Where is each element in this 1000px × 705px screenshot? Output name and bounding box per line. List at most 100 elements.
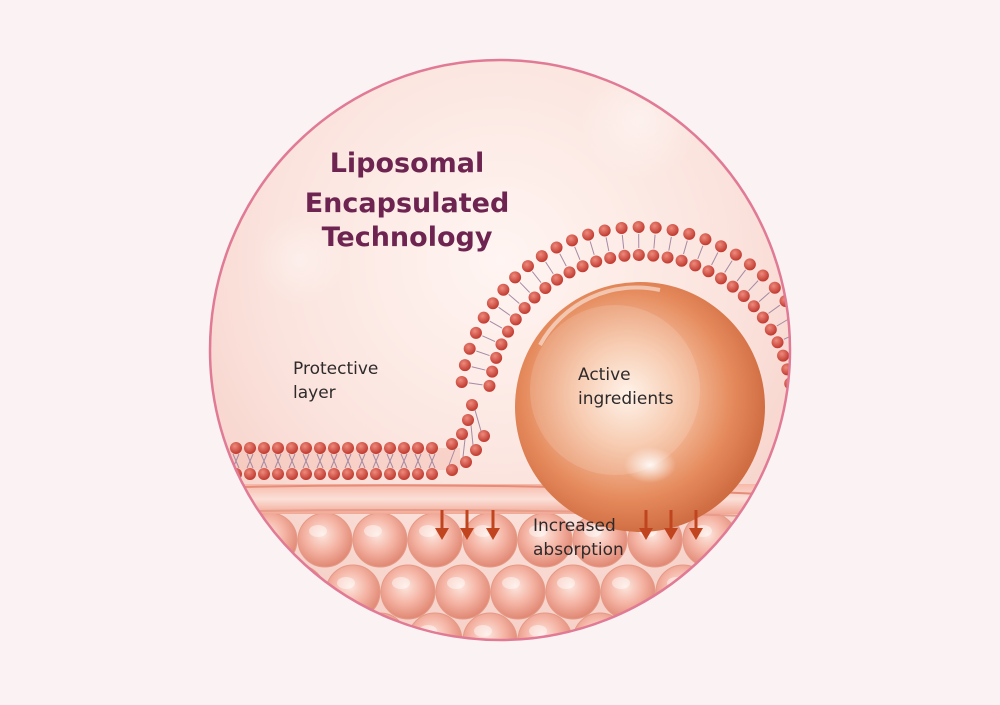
increased-absorption-label-line-2: absorption bbox=[533, 538, 624, 562]
lipid-head-icon bbox=[812, 373, 824, 385]
skin-cell bbox=[436, 565, 490, 619]
lipid-head-icon bbox=[616, 222, 628, 234]
skin-cell bbox=[463, 513, 517, 567]
skin-cell-highlight bbox=[529, 625, 547, 637]
lipid-head-icon bbox=[738, 290, 750, 302]
lipid-head-icon bbox=[519, 302, 531, 314]
skin-cell bbox=[683, 513, 737, 567]
lipid-head-icon bbox=[683, 228, 695, 240]
lipid-head-icon bbox=[757, 269, 769, 281]
skin-cell bbox=[491, 565, 545, 619]
skin-cell-highlight bbox=[392, 577, 410, 589]
lipid-head-icon bbox=[412, 442, 424, 454]
skin-cell bbox=[298, 613, 352, 667]
lipid-head-icon bbox=[462, 414, 474, 426]
lipid-head-icon bbox=[456, 428, 468, 440]
lipid-head-icon bbox=[510, 313, 522, 325]
lipid-head-icon bbox=[730, 249, 742, 261]
lipid-head-icon bbox=[328, 442, 340, 454]
lipid-head-icon bbox=[633, 221, 645, 233]
lipid-head-icon bbox=[647, 250, 659, 262]
lipid-head-icon bbox=[676, 255, 688, 267]
skin-cell-highlight bbox=[639, 625, 657, 637]
title-line-1: Liposomal bbox=[207, 144, 607, 184]
lipid-head-icon bbox=[715, 240, 727, 252]
lipid-head-icon bbox=[748, 300, 760, 312]
lipid-head-icon bbox=[577, 260, 589, 272]
lipid-head-icon bbox=[384, 468, 396, 480]
lipid-head-icon bbox=[244, 468, 256, 480]
lipid-head-icon bbox=[564, 266, 576, 278]
lipid-head-icon bbox=[314, 468, 326, 480]
increased-absorption-label-line-1: Increased bbox=[533, 514, 616, 538]
lipid-head-icon bbox=[757, 312, 769, 324]
lipid-head-icon bbox=[328, 468, 340, 480]
lipid-head-icon bbox=[342, 442, 354, 454]
lipid-head-icon bbox=[470, 327, 482, 339]
skin-cell-highlight bbox=[749, 525, 767, 537]
skin-cell-highlight bbox=[337, 577, 355, 589]
lipid-head-icon bbox=[699, 233, 711, 245]
skin-cell-highlight bbox=[364, 525, 382, 537]
lipid-head-icon bbox=[478, 312, 490, 324]
lipid-tail bbox=[790, 349, 803, 354]
skin-cell bbox=[738, 513, 792, 567]
skin-cell bbox=[381, 565, 435, 619]
skin-cell bbox=[243, 513, 297, 567]
skin-cell bbox=[408, 613, 462, 667]
lipid-head-icon bbox=[618, 250, 630, 262]
lipid-head-icon bbox=[459, 359, 471, 371]
lipid-head-icon bbox=[356, 468, 368, 480]
lipid-head-icon bbox=[460, 456, 472, 468]
active-ingredients-label-line-1: Active bbox=[578, 363, 631, 387]
lipid-head-icon bbox=[456, 376, 468, 388]
lipid-head-icon bbox=[662, 252, 674, 264]
lipid-head-icon bbox=[744, 258, 756, 270]
skin-cell bbox=[546, 565, 600, 619]
lipid-head-icon bbox=[777, 350, 789, 362]
lipid-head-icon bbox=[286, 442, 298, 454]
lipid-head-icon bbox=[803, 340, 815, 352]
lipid-head-icon bbox=[650, 222, 662, 234]
lipid-head-icon bbox=[470, 444, 482, 456]
lipid-head-icon bbox=[426, 468, 438, 480]
skin-cell-highlight bbox=[309, 625, 327, 637]
lipid-tail bbox=[799, 397, 813, 398]
lipid-head-icon bbox=[487, 297, 499, 309]
lipid-head-icon bbox=[384, 442, 396, 454]
lipid-head-icon bbox=[446, 438, 458, 450]
lipid-head-icon bbox=[300, 442, 312, 454]
lipid-head-icon bbox=[426, 442, 438, 454]
lipid-head-icon bbox=[814, 390, 826, 402]
lipid-head-icon bbox=[633, 249, 645, 261]
skin-cell-highlight bbox=[502, 577, 520, 589]
skin-cell-highlight bbox=[364, 625, 382, 637]
lipid-head-icon bbox=[765, 324, 777, 336]
lipid-head-icon bbox=[466, 399, 478, 411]
skin-cell bbox=[408, 513, 462, 567]
lipid-head-icon bbox=[509, 271, 521, 283]
skin-cell bbox=[298, 513, 352, 567]
skin-cell-highlight bbox=[612, 577, 630, 589]
lipid-head-icon bbox=[412, 468, 424, 480]
lipid-head-icon bbox=[797, 324, 809, 336]
sphere-glint bbox=[624, 447, 676, 483]
lipid-head-icon bbox=[356, 442, 368, 454]
lipid-head-icon bbox=[483, 380, 495, 392]
lipid-head-icon bbox=[370, 442, 382, 454]
lipid-head-icon bbox=[272, 442, 284, 454]
lipid-tail bbox=[794, 364, 808, 367]
lipid-head-icon bbox=[398, 468, 410, 480]
lipid-head-icon bbox=[769, 282, 781, 294]
lipid-head-icon bbox=[342, 468, 354, 480]
skin-cell-highlight bbox=[474, 625, 492, 637]
lipid-head-icon bbox=[727, 281, 739, 293]
skin-cell-highlight bbox=[667, 577, 685, 589]
lipid-head-icon bbox=[464, 343, 476, 355]
lipid-head-icon bbox=[230, 442, 242, 454]
lipid-head-icon bbox=[551, 274, 563, 286]
title-line-3: Technology bbox=[207, 218, 607, 258]
skin-cell-highlight bbox=[722, 577, 740, 589]
